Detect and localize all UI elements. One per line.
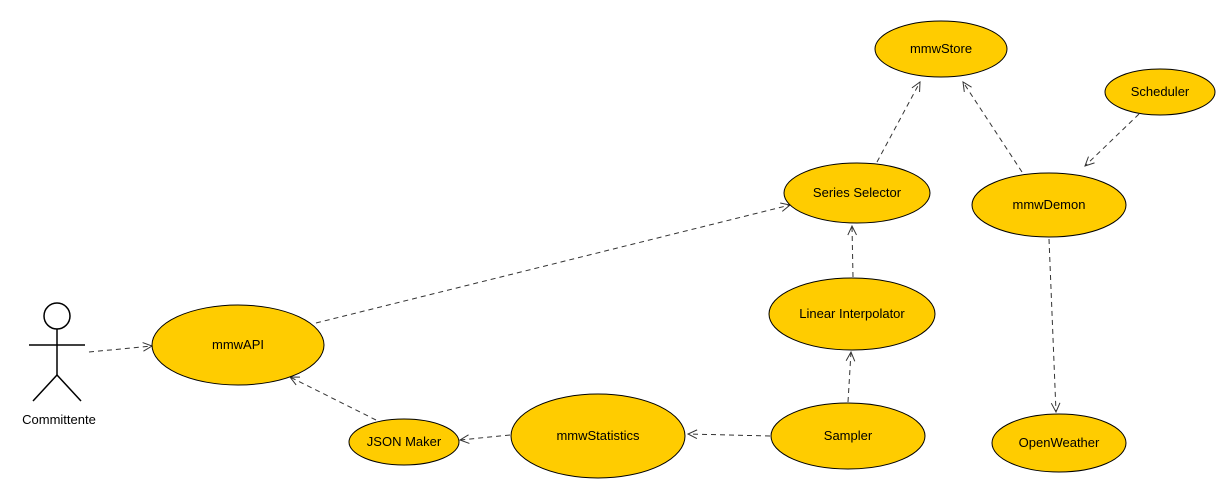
arrowhead-icon (1084, 156, 1095, 167)
node-openweather[interactable]: OpenWeather (991, 413, 1127, 473)
node-label-mmwstore: mmwStore (910, 41, 972, 56)
edge-line (315, 204, 791, 324)
arrowhead-icon (962, 81, 972, 92)
edge-mmwDemon-to-mmwStore (962, 81, 1023, 173)
edge-line (847, 351, 852, 403)
dependency-edges (88, 80, 1140, 444)
node-json-maker[interactable]: JSON Maker (348, 418, 460, 466)
arrowhead-icon (458, 434, 470, 444)
edge-line (1084, 113, 1140, 167)
node-label-openweather: OpenWeather (1019, 435, 1100, 450)
node-label-sampler: Sampler (824, 428, 873, 443)
node-mmwstatistics[interactable]: mmwStatistics (510, 393, 686, 479)
edge-line (876, 81, 921, 163)
node-mmwdemon[interactable]: mmwDemon (971, 172, 1127, 238)
edge-line (687, 433, 771, 437)
edge-mmwDemon-to-openWeather (1048, 238, 1061, 414)
node-linear-interpolator[interactable]: Linear Interpolator (768, 277, 936, 351)
edge-line (1048, 238, 1057, 413)
node-scheduler[interactable]: Scheduler (1104, 68, 1216, 116)
edge-actor-to-mmwAPI (88, 342, 154, 353)
arrowhead-icon (845, 350, 856, 362)
edge-line (289, 376, 377, 421)
node-label-json-maker: JSON Maker (367, 434, 442, 449)
arrowhead-icon (911, 80, 921, 93)
node-label-mmwapi: mmwAPI (212, 337, 264, 352)
edge-line (851, 225, 854, 278)
node-label-series-selector: Series Selector (813, 185, 902, 200)
edge-line (88, 345, 153, 353)
edge-sampler-to-mmwStatistics (686, 429, 771, 440)
arrowhead-icon (288, 376, 301, 386)
arrowhead-icon (686, 429, 698, 440)
actor-left-leg (32, 374, 58, 402)
edge-seriesSelector-to-mmwStore (876, 80, 921, 163)
edge-linearInterpolator-to-seriesSelector (847, 224, 857, 278)
edge-sampler-to-linearInterpolator (845, 350, 856, 403)
actor-right-leg (56, 374, 82, 402)
node-label-scheduler: Scheduler (1131, 84, 1190, 99)
edge-mmwStatistics-to-jsonMaker (458, 434, 511, 444)
actor-committente[interactable]: Committente (22, 302, 96, 427)
node-series-selector[interactable]: Series Selector (783, 162, 931, 224)
arrowhead-icon (847, 224, 857, 236)
node-label-mmwstatistics: mmwStatistics (556, 428, 640, 443)
edge-mmwAPI-to-seriesSelector (315, 202, 792, 324)
node-mmwstore[interactable]: mmwStore (874, 20, 1008, 78)
edge-jsonMaker-to-mmwAPI (288, 376, 377, 421)
edge-line (962, 81, 1023, 173)
node-label-mmwdemon: mmwDemon (1013, 197, 1086, 212)
node-mmwapi[interactable]: mmwAPI (151, 304, 325, 386)
node-label-linear-interpolator: Linear Interpolator (799, 306, 905, 321)
actor-head-icon (43, 302, 71, 330)
edge-scheduler-to-mmwDemon (1084, 113, 1140, 167)
node-sampler[interactable]: Sampler (770, 402, 926, 470)
actor-label: Committente (22, 412, 96, 427)
arrowhead-icon (1050, 402, 1061, 414)
